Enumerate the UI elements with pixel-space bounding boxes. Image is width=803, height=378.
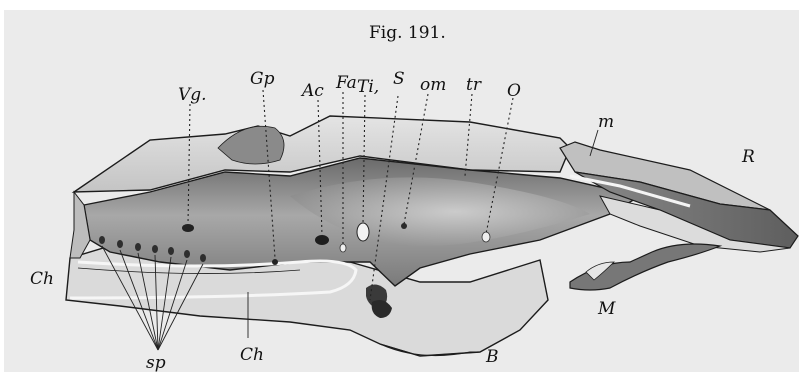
label-fa: Fa	[335, 73, 357, 93]
foramen-ti	[357, 223, 369, 241]
label-o: O	[507, 81, 521, 101]
label-sp: sp	[146, 353, 166, 373]
foramen-gp	[272, 259, 278, 265]
label-s: S	[393, 69, 405, 89]
label-tr: tr	[466, 75, 482, 95]
label-om: om	[420, 75, 446, 95]
label-m-small: m	[598, 112, 614, 132]
label-vg: Vg.	[178, 85, 207, 105]
label-r: R	[741, 147, 755, 167]
foramen-fa	[340, 244, 346, 252]
foramen-vg	[182, 224, 194, 232]
label-ch-bottom: Ch	[240, 345, 264, 365]
foramen-om	[401, 223, 407, 229]
label-ti: Ti,	[357, 77, 379, 97]
foramen-ac	[315, 235, 329, 245]
figure-title: Fig. 191.	[369, 23, 446, 43]
label-gp: Gp	[250, 69, 275, 89]
label-ac: Ac	[300, 81, 324, 101]
label-b: B	[485, 347, 499, 367]
label-ch-left: Ch	[30, 269, 54, 289]
foramen-o	[482, 232, 490, 242]
label-m-big: M	[597, 299, 616, 319]
